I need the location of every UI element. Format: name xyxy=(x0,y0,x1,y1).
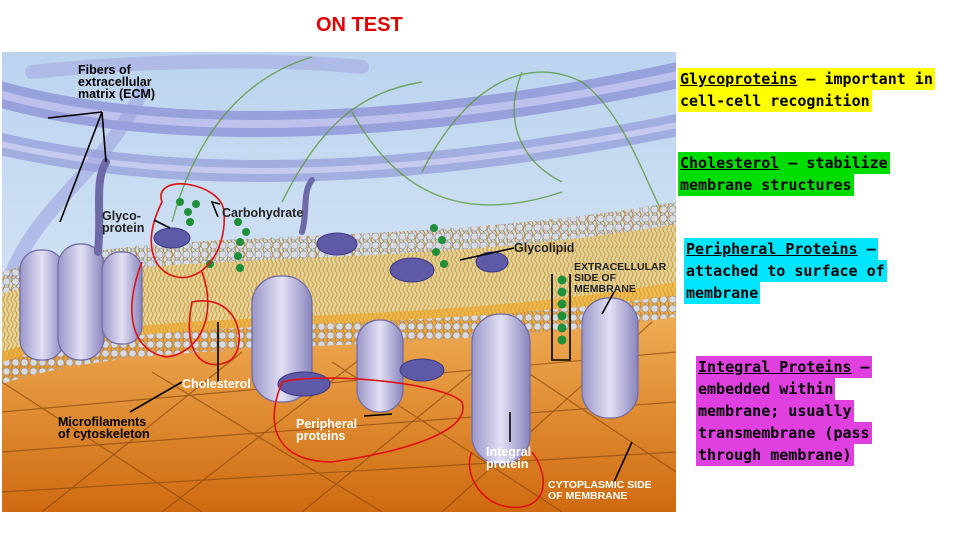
note-cholesterol: Cholesterol – stabilize membrane structu… xyxy=(678,152,890,196)
note-peripheral-line-3: membrane xyxy=(684,282,761,304)
note-integral: Integral Proteins – embedded within memb… xyxy=(696,356,872,466)
ecm-filaments xyxy=(171,56,663,223)
note-glycoproteins: Glycoproteins – important in cell-cell r… xyxy=(678,68,935,112)
glycoprotein-stalk-2 xyxy=(299,177,315,235)
note-cholesterol-line-2: membrane structures xyxy=(678,174,854,196)
note-integral-line-2: embedded within xyxy=(696,378,836,400)
note-glycoproteins-line-1: Glycoproteins – important in xyxy=(678,68,935,90)
diagram-labels: Fibers of extracellular matrix (ECM) Gly… xyxy=(58,63,667,502)
note-cholesterol-line-1: Cholesterol – stabilize xyxy=(678,152,890,174)
label-glycolipid: Glycolipid xyxy=(514,241,574,255)
label-integral-1: Integral xyxy=(486,445,531,459)
label-peripheral-1: Peripheral xyxy=(296,417,357,431)
note-peripheral-line-1: Peripheral Proteins – xyxy=(684,238,878,260)
label-peripheral-2: proteins xyxy=(296,429,345,443)
note-integral-term: Integral Proteins xyxy=(698,358,852,376)
glycoprotein-stalk xyxy=(94,158,110,256)
label-carbohydrate: Carbohydrate xyxy=(222,206,303,220)
label-microfilaments-1: Microfilaments xyxy=(58,415,146,429)
note-peripheral-line-2: attached to surface of xyxy=(684,260,887,282)
note-integral-line-4: transmembrane (pass xyxy=(696,422,872,444)
label-cytoplasmic-2: OF MEMBRANE xyxy=(548,490,627,502)
note-peripheral: Peripheral Proteins – attached to surfac… xyxy=(684,238,887,304)
label-glycoprotein-2: protein xyxy=(102,221,144,235)
label-ecm-2: extracellular xyxy=(78,75,152,89)
label-ecm-3: matrix (ECM) xyxy=(78,87,155,101)
note-cholesterol-term: Cholesterol xyxy=(680,154,780,172)
red-annotations xyxy=(131,183,544,509)
glycolipid-bracket xyxy=(551,274,571,361)
label-microfilaments-2: of cytoskeleton xyxy=(58,427,150,441)
note-integral-line-3: membrane; usually xyxy=(696,400,854,422)
label-cytoplasmic-1: CYTOPLASMIC SIDE xyxy=(548,479,652,491)
label-leader-lines xyxy=(47,111,633,483)
label-extracellular-1: EXTRACELLULAR xyxy=(574,261,667,273)
glycolipid-chain xyxy=(557,275,567,345)
label-extracellular-3: MEMBRANE xyxy=(574,283,636,295)
note-peripheral-term: Peripheral Proteins xyxy=(686,240,858,258)
note-glycoproteins-line-2: cell-cell recognition xyxy=(678,90,872,112)
label-extracellular-2: SIDE OF xyxy=(574,272,617,284)
page-title: ON TEST xyxy=(316,14,403,36)
note-integral-line-1: Integral Proteins – xyxy=(696,356,872,378)
note-integral-line-5: through membrane) xyxy=(696,444,854,466)
note-glycoproteins-term: Glycoproteins xyxy=(680,70,798,88)
label-glycoprotein-1: Glyco- xyxy=(102,209,141,223)
cell-membrane-diagram: Fibers of extracellular matrix (ECM) Gly… xyxy=(2,52,676,512)
label-cholesterol: Cholesterol xyxy=(182,377,251,391)
label-ecm-1: Fibers of xyxy=(78,63,132,77)
label-integral-2: protein xyxy=(486,457,528,471)
